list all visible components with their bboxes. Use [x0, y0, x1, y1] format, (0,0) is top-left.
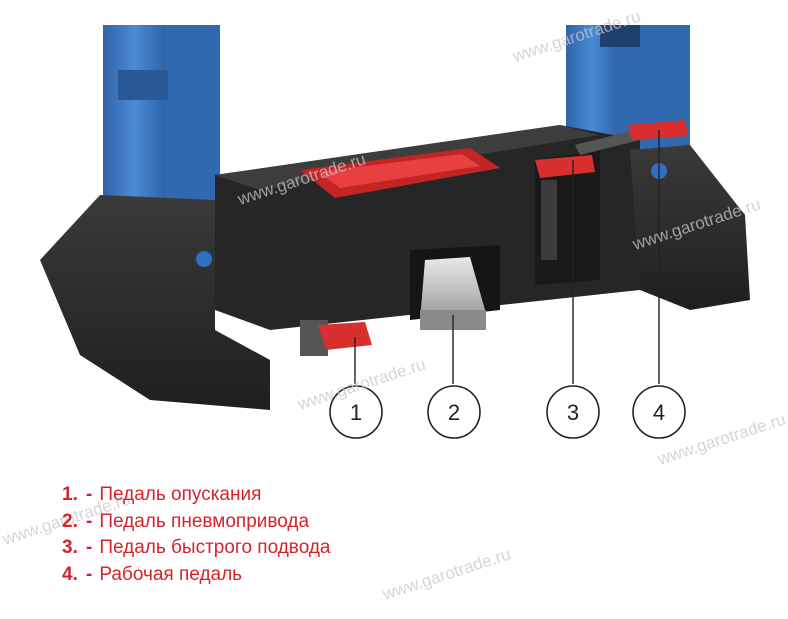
- pedal-1-lowering: [300, 320, 372, 356]
- red-tool-tray: [300, 148, 500, 198]
- legend-item: 4.-Рабочая педаль: [62, 562, 331, 589]
- left-blue-bolt: [196, 251, 212, 267]
- legend-number: 4.: [62, 563, 78, 585]
- legend-text: Педаль быстрого подвода: [99, 537, 331, 558]
- legend-number: 1.: [62, 484, 78, 505]
- legend-separator: -: [86, 510, 93, 532]
- legend-item: 3.-Педаль быстрого подвода: [62, 535, 331, 562]
- pedal-3-rapid-approach: [535, 155, 595, 260]
- legend-separator: -: [86, 484, 93, 505]
- legend-item: 2.-Педаль пневмопривода: [62, 509, 331, 536]
- callout-1-number: 1: [350, 400, 362, 425]
- callout-leaders: [354, 130, 660, 384]
- pedal-4-working: [575, 120, 688, 155]
- legend-number: 3.: [62, 537, 78, 558]
- legend-text: Педаль пневмопривода: [99, 510, 310, 532]
- callout-2-number: 2: [448, 400, 460, 425]
- callout-3-number: 3: [567, 400, 579, 425]
- callout-1: 1: [329, 385, 383, 439]
- legend-separator: -: [86, 563, 93, 585]
- legend-text: Педаль опускания: [99, 484, 262, 505]
- callout-4-number: 4: [653, 400, 665, 425]
- legend-separator: -: [86, 537, 93, 558]
- pedal-legend: 1.-Педаль опускания 2.-Педаль пневмоприв…: [62, 482, 331, 588]
- callout-3: 3: [546, 385, 600, 439]
- callout-4: 4: [632, 385, 686, 439]
- watermark: www.garotrade.ru: [379, 545, 513, 605]
- legend-item: 1.-Педаль опускания: [62, 482, 331, 509]
- callout-2: 2: [427, 385, 481, 439]
- legend-number: 2.: [62, 510, 78, 532]
- legend-text: Рабочая педаль: [99, 563, 243, 585]
